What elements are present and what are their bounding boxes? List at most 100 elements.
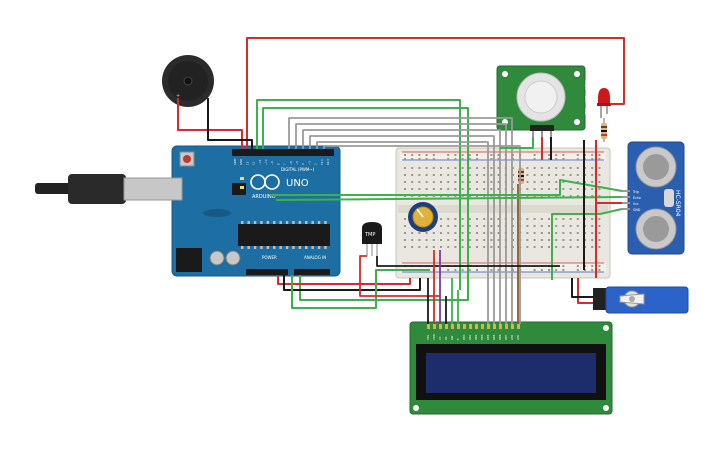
atmega-chip: [238, 224, 330, 246]
wire-echo: [275, 196, 623, 201]
tmp-label: TMP: [364, 232, 375, 238]
wires: [177, 37, 625, 324]
lcd-pin: [445, 324, 448, 329]
arduino-uno-board: ARDUINO UNO DIGITAL (PWM~) POWER ANALOG …: [35, 145, 341, 277]
pir-pin-label: Power: [584, 94, 588, 104]
lcd-pin: [487, 324, 490, 329]
lcd-pin-label: LED: [516, 335, 520, 340]
arduino-pin-label: ~10: [264, 159, 268, 165]
wire-gray-2: [295, 123, 507, 324]
wire-led-signal: [246, 37, 625, 149]
red-led: [597, 88, 611, 118]
lcd-pin: [505, 324, 508, 329]
lcd-pin: [517, 324, 520, 329]
ultrasonic-pin-label: GND: [633, 208, 641, 212]
arduino-pin-label: 4: [301, 163, 305, 165]
arduino-pin-label: 7: [283, 163, 287, 165]
chip-legs: [241, 221, 327, 249]
usb-cable: [35, 174, 183, 204]
lcd-pin-label: V0: [438, 336, 442, 340]
arduino-logo: ARDUINO UNO: [250, 174, 309, 200]
power-jack: [176, 248, 202, 272]
arduino-pin-label: 12: [252, 161, 256, 165]
digital-header: [232, 149, 334, 156]
lcd-pin: [439, 324, 442, 329]
analog-header: [294, 269, 330, 275]
breadboard: [395, 147, 611, 279]
arduino-pin-label: AREF: [233, 158, 237, 165]
lcd-pin: [481, 324, 484, 329]
lcd-pin-label: E: [456, 338, 460, 340]
analog-label: ANALOG IN: [304, 255, 326, 260]
ultrasonic-pin-label: Vcc: [633, 202, 639, 206]
arduino-pin-label: RX 0: [326, 159, 330, 165]
wire-gray-1: [288, 117, 513, 324]
lcd-pin-label: DB4: [486, 334, 490, 340]
lcd-pin: [427, 324, 430, 329]
arduino-pin-label: 8: [276, 163, 280, 165]
ultrasonic-pins: [622, 190, 630, 210]
piezo-buzzer: +: [162, 55, 214, 107]
wire-servo-power: [577, 278, 593, 304]
arduino-pin-label: TX 1: [320, 159, 324, 165]
lcd-pin: [457, 324, 460, 329]
brand-text: ARDUINO: [252, 194, 276, 200]
lcd-pin-label: DB7: [504, 334, 508, 340]
potentiometer: [408, 202, 438, 232]
wire-gray-6: [323, 145, 521, 324]
wire-5v: [277, 275, 411, 285]
pir-pin-label: GND: [584, 108, 588, 116]
pir-pins: [532, 131, 552, 137]
pir-motion-sensor: [496, 65, 586, 137]
wire-gray-3: [302, 129, 501, 324]
lcd-pin: [463, 324, 466, 329]
bb-resistor: [518, 168, 524, 184]
lcd-pin-label: DB2: [474, 334, 478, 340]
lcd-pin-label: VSS: [426, 335, 430, 340]
lcd-pin-label: LED: [510, 335, 514, 340]
svg-text:+: +: [176, 93, 180, 99]
lcd-pin-label: DB1: [468, 334, 472, 340]
digital-label: DIGITAL (PWM~): [281, 167, 315, 172]
wire-buzzer-ground: [207, 98, 253, 149]
arduino-pin-label: ~9: [270, 161, 274, 165]
lcd-pin: [433, 324, 436, 329]
wire-tmp-signal: [291, 269, 430, 309]
arduino-pin-label: ~5: [295, 161, 299, 165]
wire-gray-4: [309, 135, 495, 324]
lcd-pin: [499, 324, 502, 329]
arduino-pin-label: 13: [245, 161, 249, 165]
wire-servo-ground: [571, 278, 593, 298]
power-label: POWER: [262, 255, 277, 260]
lcd-pin: [469, 324, 472, 329]
lcd-pin-label: DB3: [480, 334, 484, 340]
lcd-pin-label: VDD: [432, 334, 436, 340]
wire-tmp-power: [359, 255, 440, 297]
lcd-pin: [493, 324, 496, 329]
wire-pir-output: [500, 137, 534, 149]
lcd-pin: [475, 324, 478, 329]
lcd-pin-label: RW: [450, 335, 454, 340]
arduino-pin-label: 2: [314, 163, 318, 165]
model-text: UNO: [286, 178, 309, 189]
ultrasonic-pin-label: Echo: [633, 196, 641, 200]
lcd-pin-label: DB0: [462, 334, 466, 340]
wire-gray-5: [316, 141, 489, 324]
arduino-pin-label: ~11: [258, 159, 262, 165]
tmp36-sensor: TMP: [362, 222, 382, 256]
wire-us-gnd-green: [551, 208, 623, 280]
ultrasonic-pin-label: Trig: [632, 190, 639, 194]
wire-trig: [270, 179, 623, 196]
wire-green-2: [262, 107, 469, 301]
ultrasonic-name: HC-SR04: [674, 190, 681, 217]
wire-gnd: [283, 275, 421, 291]
led-resistor: [601, 118, 607, 142]
arduino-pin-label: ~6: [289, 161, 293, 165]
servo-motor: [593, 286, 689, 314]
ultrasonic-sensor: HC-SR04: [622, 141, 685, 255]
power-header: [246, 269, 288, 275]
